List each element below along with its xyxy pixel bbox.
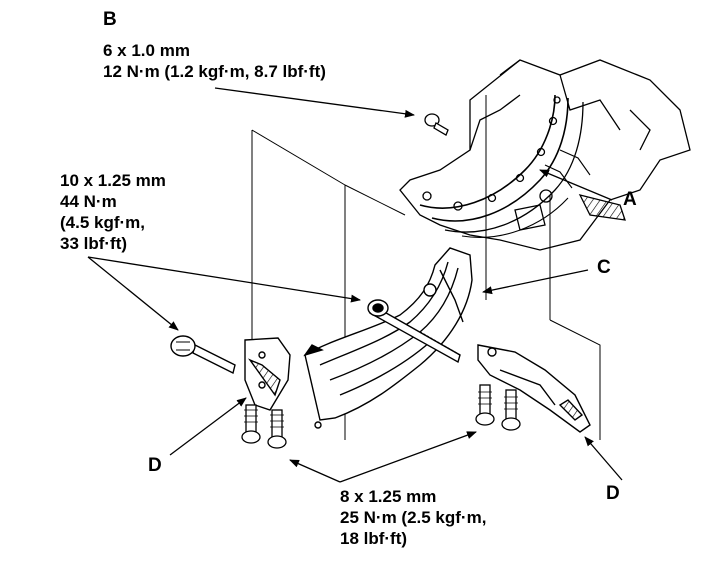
- vertical-bolts: [241, 384, 521, 449]
- callout-b: B: [103, 9, 117, 30]
- leader-arrows: [87, 87, 623, 483]
- engine-block: [399, 59, 691, 251]
- callout-c: C: [597, 257, 611, 278]
- bolt-right-2: [501, 389, 521, 431]
- spec-d-torque-lbf: 18 lbf·ft): [340, 529, 408, 548]
- spec-c-size: 10 x 1.25 mm: [60, 171, 166, 190]
- spec-d-size: 8 x 1.25 mm: [340, 487, 437, 506]
- callout-d-left: D: [148, 455, 162, 476]
- leader-spec-d-right: [339, 431, 477, 483]
- left-bracket: [244, 337, 291, 411]
- spec-c-torque-lbf: 33 lbf·ft): [60, 234, 128, 253]
- spec-c-torque-kgf: (4.5 kgf·m,: [60, 213, 146, 232]
- loose-bolt-left: [170, 335, 236, 375]
- leader-c: [482, 269, 589, 295]
- bolt-left-1: [241, 404, 261, 444]
- callout-a: A: [623, 189, 637, 210]
- leader-d-left: [169, 397, 247, 456]
- small-bolt-b: [424, 113, 449, 136]
- spec-b-size: 6 x 1.0 mm: [103, 41, 190, 60]
- leader-spec-d-left: [289, 459, 341, 483]
- bolt-left-2: [267, 409, 287, 449]
- spec-c-torque: 44 N·m: [60, 192, 117, 211]
- leader-d-right: [584, 436, 623, 481]
- spec-d-torque: 25 N·m (2.5 kgf·m,: [340, 508, 487, 527]
- long-bolt: [367, 299, 461, 364]
- guide-lines: [251, 95, 601, 440]
- bolt-right-1: [475, 384, 495, 426]
- spec-b-torque: 12 N·m (1.2 kgf·m, 8.7 lbf·ft): [103, 62, 326, 81]
- leader-spec-c-to-left-bolt: [87, 256, 179, 331]
- callout-d-right: D: [606, 483, 620, 504]
- leader-spec-c-to-long-bolt: [87, 256, 361, 303]
- converter-cover: [303, 247, 473, 429]
- leader-b: [214, 87, 415, 118]
- right-bracket: [477, 344, 591, 433]
- leader-a: [539, 169, 613, 201]
